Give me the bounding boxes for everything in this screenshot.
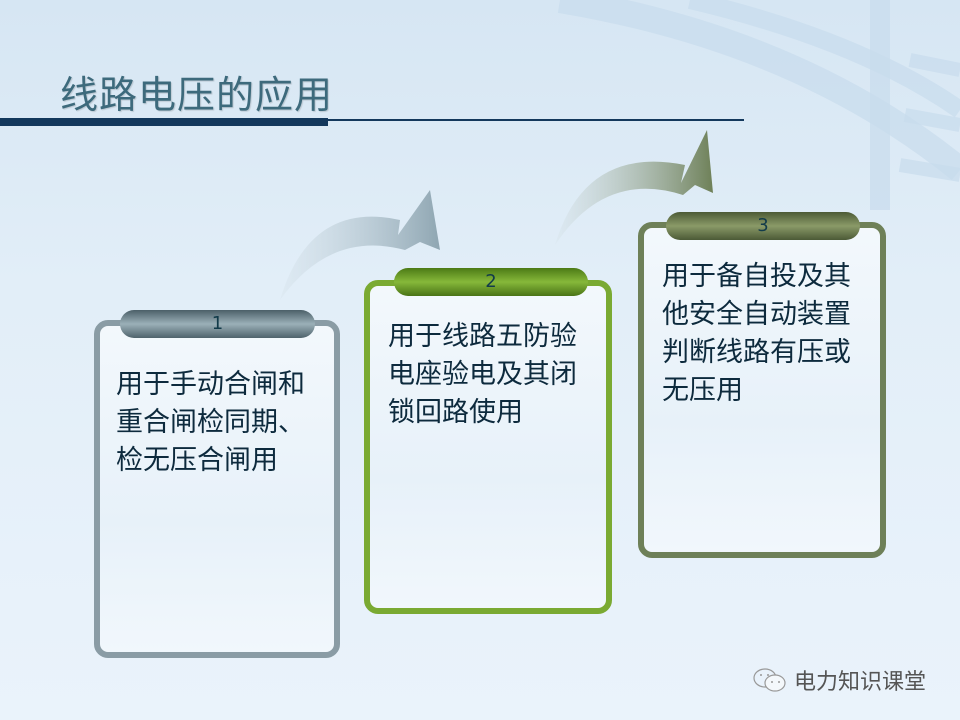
page-title: 线路电压的应用 [60,73,334,117]
wechat-icon [753,668,786,692]
watermark-label: 电力知识课堂 [793,670,926,695]
step-card-3: 用于备自投及其他安全自动装置判断线路有压或无压用 [638,222,886,558]
step-card-1-text: 用于手动合闸和重合闸检同期、检无压合闸用 [116,369,305,476]
step-card-2: 用于线路五防验电座验电及其闭锁回路使用 [364,280,612,614]
step-badge-1: 1 [120,310,315,338]
step-badge-2: 2 [394,268,588,296]
title-rule-thick [0,118,328,126]
title-rule-thin [328,119,744,121]
step-card-3-text: 用于备自投及其他安全自动装置判断线路有压或无压用 [662,261,851,406]
step-badge-3: 3 [666,212,860,240]
step-card-2-text: 用于线路五防验电座验电及其闭锁回路使用 [388,321,577,428]
watermark: 电力知识课堂 [752,664,926,696]
step-card-1: 用于手动合闸和重合闸检同期、检无压合闸用 [94,320,340,658]
